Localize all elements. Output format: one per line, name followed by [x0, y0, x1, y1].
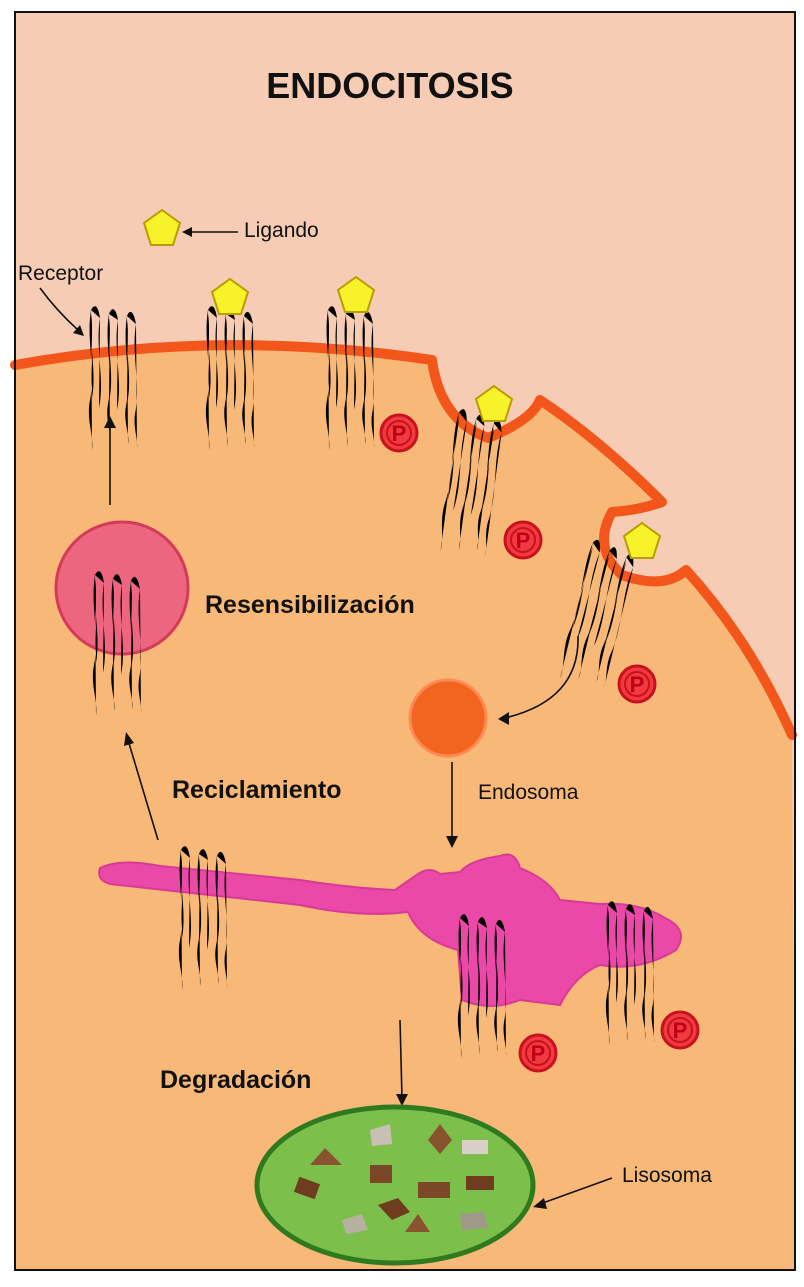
receptor-label: Receptor	[18, 262, 103, 285]
endosoma-label: Endosoma	[478, 781, 579, 804]
ligando-label: Ligando	[244, 219, 319, 242]
lisosoma-label: Lisosoma	[622, 1164, 712, 1187]
degradacion-label: Degradación	[160, 1066, 311, 1094]
resensibilizacion-label: Resensibilización	[205, 591, 415, 619]
phospho-label-4: P	[531, 1041, 546, 1066]
phospho-label-5: P	[673, 1018, 688, 1043]
phospho-label-1: P	[392, 421, 407, 446]
diagram-title: ENDOCITOSIS	[266, 65, 513, 106]
phospho-label-3: P	[630, 672, 645, 697]
phospho-label-2: P	[516, 528, 531, 553]
endosome	[410, 680, 486, 756]
reciclamiento-label: Reciclamiento	[172, 776, 342, 804]
